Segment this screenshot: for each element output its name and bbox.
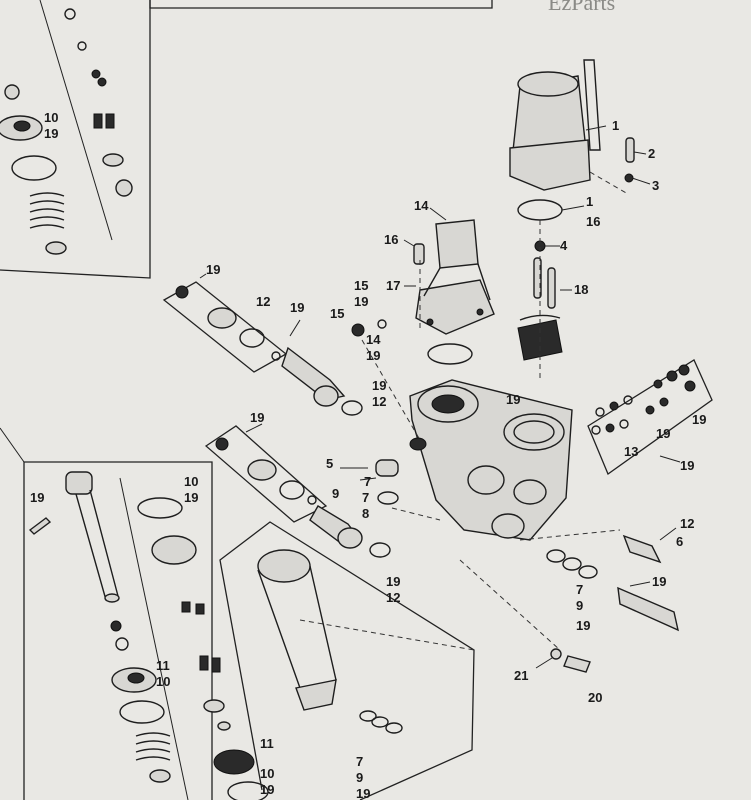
callout-1: 1 [586, 194, 593, 209]
bottom-left-inset-frame [23, 461, 213, 800]
callout-12: 12 [386, 590, 400, 605]
callout-4: 4 [560, 238, 568, 253]
adjust-screw-7 [617, 586, 679, 632]
callout-7: 7 [364, 474, 371, 489]
bolt-18-a [533, 257, 542, 299]
washer-3 [624, 173, 634, 183]
callout-21: 21 [514, 668, 528, 683]
ram-cylinder [219, 521, 475, 800]
callout-19: 19 [356, 786, 370, 800]
callout-19: 19 [680, 458, 694, 473]
callout-9: 9 [576, 598, 583, 613]
callout-19: 19 [372, 378, 386, 393]
callout-8: 8 [362, 506, 369, 521]
callout-19: 19 [206, 262, 220, 277]
callout-20: 20 [588, 690, 602, 705]
reservoir [413, 219, 495, 365]
callout-10: 10 [156, 674, 170, 689]
callout-12: 12 [372, 394, 386, 409]
bottom-left-inset-diagonal-b [0, 427, 25, 463]
callout-19: 19 [366, 348, 380, 363]
callout-19: 19 [506, 392, 520, 407]
callout-19: 19 [250, 410, 264, 425]
assembly-line-f [459, 559, 561, 651]
callout-13: 13 [624, 444, 638, 459]
callout-19: 19 [576, 618, 590, 633]
assembly-line-c [361, 339, 421, 441]
callout-5: 5 [326, 456, 333, 471]
callout-19: 19 [184, 490, 198, 505]
callout-17: 17 [386, 278, 400, 293]
callout-16: 16 [384, 232, 398, 247]
callout-11: 11 [156, 658, 170, 673]
assembly-line-d [391, 507, 441, 521]
callout-19: 19 [260, 782, 274, 797]
o-ring-7-c [578, 565, 598, 579]
callout-19: 19 [44, 126, 58, 141]
o-ring-19-small [377, 319, 387, 329]
callout-12: 12 [680, 516, 694, 531]
top-left-inset-frame [0, 0, 151, 279]
brand-logo-text: EzParts [548, 0, 615, 15]
callout-19: 19 [290, 300, 304, 315]
callout-12: 12 [256, 294, 270, 309]
o-ring-7-b [562, 557, 582, 571]
screw-2 [625, 137, 635, 163]
callout-15: 15 [330, 306, 344, 321]
callout-18: 18 [574, 282, 588, 297]
valve-block-body [409, 379, 573, 541]
lower-valve-group [204, 425, 391, 558]
o-ring-16-top [517, 199, 563, 221]
callout-19: 19 [656, 426, 670, 441]
callout-7: 7 [576, 582, 583, 597]
callout-7: 7 [356, 754, 363, 769]
callout-11: 11 [260, 736, 274, 751]
assembly-line-e [519, 529, 621, 541]
callout-14: 14 [366, 332, 381, 347]
callout-19: 19 [354, 294, 368, 309]
callout-19: 19 [652, 574, 666, 589]
top-left-inset-diagonal [39, 0, 113, 241]
callout-9: 9 [332, 486, 339, 501]
screw-19-left [28, 517, 52, 535]
callout-19: 19 [386, 574, 400, 589]
callout-9: 9 [356, 770, 363, 785]
callout-7: 7 [362, 490, 369, 505]
header-frame [149, 0, 493, 9]
washer-21 [550, 648, 562, 660]
bolt-18-b [547, 267, 556, 309]
pump-motor [509, 59, 629, 195]
callout-3: 3 [652, 178, 659, 193]
leader-lines [199, 125, 681, 669]
callout-19: 19 [30, 490, 44, 505]
o-ring-7-a [546, 549, 566, 563]
fitting-6 [622, 534, 662, 564]
bottom-left-inset-diagonal-a [119, 477, 189, 800]
callout-2: 2 [648, 146, 655, 161]
seal-15 [351, 323, 365, 337]
bottom-left-inset-parts [65, 471, 269, 800]
callout-10: 10 [44, 110, 58, 125]
assembly-line-g [299, 619, 475, 651]
callout-15: 15 [354, 278, 368, 293]
right-valve-group [587, 359, 713, 476]
callout-1: 1 [612, 118, 619, 133]
spring-7 [377, 491, 399, 505]
top-left-inset-parts [0, 8, 133, 255]
callout-16: 16 [586, 214, 600, 229]
callout-14: 14 [414, 198, 429, 213]
upper-valve-group [162, 281, 363, 416]
callout-10: 10 [184, 474, 198, 489]
sleeve-7 [375, 459, 399, 477]
callout-6: 6 [676, 534, 683, 549]
callout-19: 19 [692, 412, 706, 427]
callout-10: 10 [260, 766, 274, 781]
bolt-20 [563, 655, 591, 673]
